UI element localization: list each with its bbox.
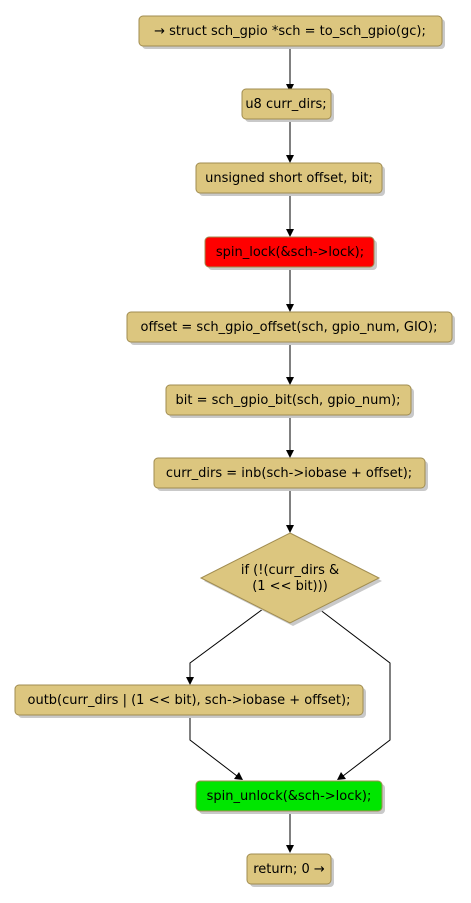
node-n7: curr_dirs = inb(sch->iobase + offset); [153, 457, 428, 491]
node-n7-box [153, 457, 426, 489]
arrowhead-n3-n4 [286, 229, 294, 237]
node-n3-box [195, 162, 383, 194]
node-n10-label: spin_unlock(&sch->lock); [207, 789, 372, 804]
node-n11-box [246, 853, 332, 885]
node-n3-label: unsigned short offset, bit; [205, 171, 373, 186]
edge-n8-n9 [189, 608, 264, 677]
node-n6-label: bit = sch_gpio_bit(sch, gpio_num); [176, 393, 401, 408]
node-n5-label: offset = sch_gpio_offset(sch, gpio_num, … [140, 320, 437, 335]
node-n8-diamond [199, 532, 381, 624]
node-n9: outb(curr_dirs | (1 << bit), sch->iobase… [14, 684, 366, 718]
arrowhead-n4-n5 [286, 304, 294, 312]
flowchart-edges [186, 46, 391, 853]
node-n2-box [241, 88, 332, 120]
node-n1: → struct sch_gpio *sch = to_sch_gpio(gc)… [138, 15, 445, 49]
arrowhead-n5-n6 [286, 377, 294, 385]
node-n11-label: return; 0 → [253, 862, 325, 877]
node-n10-box [195, 780, 383, 812]
node-n8-label-line-2: (1 << bit))) [252, 579, 328, 594]
node-n7-label: curr_dirs = inb(sch->iobase + offset); [166, 466, 412, 481]
node-n5: offset = sch_gpio_offset(sch, gpio_num, … [126, 311, 455, 345]
node-n4: spin_lock(&sch->lock); [204, 236, 377, 270]
node-n1-box [138, 15, 443, 47]
node-n1-label: → struct sch_gpio *sch = to_sch_gpio(gc)… [154, 24, 426, 39]
arrowhead-n10-n11 [286, 845, 294, 853]
arrowhead-n9-n10 [234, 772, 243, 780]
edge-n8-n10 [318, 608, 391, 777]
node-n2: u8 curr_dirs; [241, 88, 334, 122]
arrowhead-n8-n10 [337, 772, 346, 780]
node-n9-label: outb(curr_dirs | (1 << bit), sch->iobase… [28, 693, 351, 708]
arrowhead-n7-n8 [286, 525, 294, 533]
node-n9-box [14, 684, 364, 716]
arrowhead-n1-n2 [286, 84, 294, 92]
arrowhead-n6-n7 [286, 450, 294, 458]
node-n4-box [204, 236, 375, 268]
arrowhead-n2-n3 [286, 155, 294, 163]
node-n8: if (!(curr_dirs & (1 << bit))) [199, 532, 382, 626]
node-n3: unsigned short offset, bit; [195, 162, 385, 196]
node-n10: spin_unlock(&sch->lock); [195, 780, 385, 814]
node-n5-box [126, 311, 453, 343]
edge-n9-n10 [189, 715, 238, 777]
node-n4-label: spin_lock(&sch->lock); [216, 245, 364, 260]
node-n6: bit = sch_gpio_bit(sch, gpio_num); [165, 384, 414, 418]
flowchart-nodes: → struct sch_gpio *sch = to_sch_gpio(gc)… [14, 15, 455, 887]
node-n8-label-line-1: if (!(curr_dirs & [241, 563, 339, 578]
node-n6-box [165, 384, 412, 416]
arrowhead-n8-n9 [186, 677, 194, 685]
node-n2-label: u8 curr_dirs; [245, 97, 326, 112]
node-n11: return; 0 → [246, 853, 334, 887]
